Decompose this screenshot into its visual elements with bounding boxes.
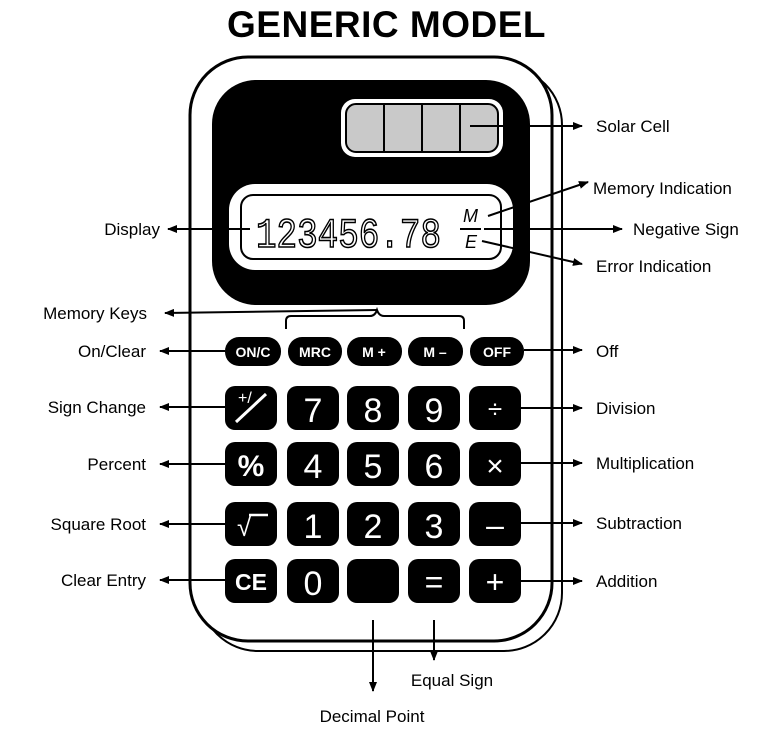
m-minus-key-label: M –: [423, 344, 447, 360]
subtract-key-label: –: [486, 507, 504, 543]
lcd-display: 123456.78 M E: [229, 184, 513, 270]
square-root-key-label: √: [237, 512, 252, 542]
label-equal-sign: Equal Sign: [411, 671, 493, 690]
arrow-memory-indication: [487, 181, 589, 217]
label-memory-keys: Memory Keys: [43, 304, 147, 323]
three-key[interactable]: 3: [408, 502, 460, 546]
m-minus-key[interactable]: M –: [408, 337, 463, 366]
divide-key-label: ÷: [488, 394, 502, 424]
label-negative-sign: Negative Sign: [633, 220, 739, 239]
seven-key-label: 7: [304, 392, 323, 430]
three-key-label: 3: [425, 508, 444, 546]
sign-change-key-label: +/: [238, 390, 252, 407]
percent-key-label: %: [238, 450, 265, 483]
label-on-clear: On/Clear: [78, 342, 146, 361]
label-decimal-point: Decimal Point: [320, 707, 425, 726]
four-key-label: 4: [304, 448, 323, 486]
slash-icon: [234, 392, 268, 424]
four-key[interactable]: 4: [287, 442, 339, 486]
label-solar-cell: Solar Cell: [596, 117, 670, 136]
sign-change-key[interactable]: +/: [225, 386, 277, 430]
error-indicator: E: [465, 232, 478, 252]
memory-indicator: M: [463, 206, 478, 226]
subtract-key[interactable]: –: [469, 502, 521, 546]
percent-key[interactable]: %: [225, 442, 277, 486]
off-key-label: OFF: [483, 344, 511, 360]
nine-key-label: 9: [425, 392, 444, 430]
multiply-key[interactable]: ×: [469, 442, 521, 486]
mrc-key[interactable]: MRC: [288, 337, 342, 366]
label-square-root: Square Root: [51, 515, 147, 534]
m-plus-key[interactable]: M +: [347, 337, 402, 366]
callout-arrows: [159, 122, 623, 692]
label-display: Display: [104, 220, 160, 239]
label-multiplication: Multiplication: [596, 454, 694, 473]
square-root-key[interactable]: √: [225, 502, 277, 546]
multiply-key-label: ×: [486, 450, 504, 483]
seven-key[interactable]: 7: [287, 386, 339, 430]
two-key-label: 2: [364, 508, 383, 546]
equals-key[interactable]: =: [408, 559, 460, 603]
equals-key-label: =: [425, 564, 444, 600]
two-key[interactable]: 2: [347, 502, 399, 546]
clear-entry-key[interactable]: CE: [225, 559, 277, 603]
label-error-indication: Error Indication: [596, 257, 711, 276]
one-key[interactable]: 1: [287, 502, 339, 546]
diagram-title: GENERIC MODEL: [227, 4, 546, 45]
label-memory-indication: Memory Indication: [593, 179, 732, 198]
zero-key[interactable]: 0: [287, 559, 339, 603]
zero-key-label: 0: [304, 565, 323, 603]
on-clear-key-label: ON/C: [236, 344, 271, 360]
clear-entry-key-label: CE: [235, 569, 267, 595]
six-key[interactable]: 6: [408, 442, 460, 486]
label-sign-change: Sign Change: [48, 398, 146, 417]
display-digits: 123456.78: [256, 212, 441, 260]
five-key[interactable]: 5: [347, 442, 399, 486]
nine-key[interactable]: 9: [408, 386, 460, 430]
divide-key[interactable]: ÷: [469, 386, 521, 430]
arrow-memory-keys: [164, 308, 378, 317]
on-clear-key[interactable]: ON/C: [225, 337, 281, 366]
arrow-error-indication: [481, 240, 583, 266]
add-key-label: +: [486, 564, 505, 600]
label-division: Division: [596, 399, 656, 418]
off-key[interactable]: OFF: [470, 337, 524, 366]
five-key-label: 5: [364, 448, 383, 486]
label-subtraction: Subtraction: [596, 514, 682, 533]
add-key[interactable]: +: [469, 559, 521, 603]
mrc-key-label: MRC: [299, 344, 331, 360]
eight-key-label: 8: [364, 392, 383, 430]
m-plus-key-label: M +: [362, 344, 386, 360]
one-key-label: 1: [304, 508, 323, 546]
six-key-label: 6: [425, 448, 444, 486]
callout-labels: Solar Cell Memory Indication Negative Si…: [43, 117, 739, 726]
label-off: Off: [596, 342, 619, 361]
label-addition: Addition: [596, 572, 657, 591]
decimal-point-key[interactable]: [347, 559, 399, 603]
solar-cell: [341, 99, 503, 157]
label-percent: Percent: [87, 455, 146, 474]
label-clear-entry: Clear Entry: [61, 571, 147, 590]
eight-key[interactable]: 8: [347, 386, 399, 430]
